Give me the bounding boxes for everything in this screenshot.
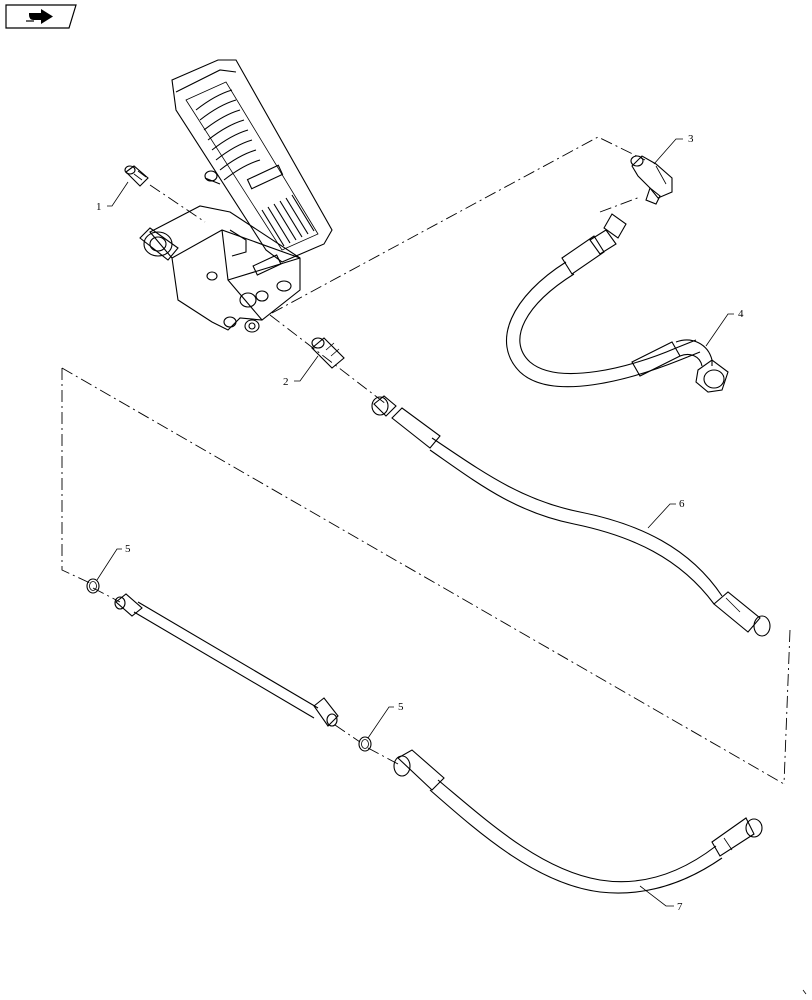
callout-5b: 5 xyxy=(367,701,404,739)
o-ring-part-5b xyxy=(358,736,372,752)
fitting-part-2 xyxy=(311,337,345,369)
corner-mark xyxy=(802,989,807,995)
callout-number: 4 xyxy=(738,308,744,320)
callout-number: 7 xyxy=(677,901,683,913)
next-page-button[interactable] xyxy=(5,4,77,29)
callout-3: 3 xyxy=(653,133,694,165)
hose-part-6 xyxy=(371,395,771,637)
callout-5a: 5 xyxy=(96,543,131,581)
o-ring-part-5a xyxy=(86,578,100,594)
callout-number: 5 xyxy=(398,701,404,713)
callout-4: 4 xyxy=(705,308,744,347)
hose-part-4 xyxy=(505,213,729,393)
fitting-part-1 xyxy=(124,165,149,187)
callout-number: 6 xyxy=(679,498,685,510)
callout-number: 5 xyxy=(125,543,131,555)
callout-number: 1 xyxy=(96,201,102,213)
callout-1: 1 xyxy=(96,181,129,213)
assembly-guide-lines xyxy=(61,136,791,785)
callout-number: 3 xyxy=(688,133,694,145)
callout-number: 2 xyxy=(283,376,289,388)
elbow-fitting-part-3 xyxy=(630,155,673,205)
pedal-valve-assembly xyxy=(139,59,333,333)
callout-7: 7 xyxy=(639,885,683,913)
hose-part-7 xyxy=(393,749,763,894)
callout-2: 2 xyxy=(283,355,319,388)
rigid-tube xyxy=(114,593,339,727)
arrow-right-icon xyxy=(26,9,53,24)
callout-6: 6 xyxy=(647,498,685,529)
